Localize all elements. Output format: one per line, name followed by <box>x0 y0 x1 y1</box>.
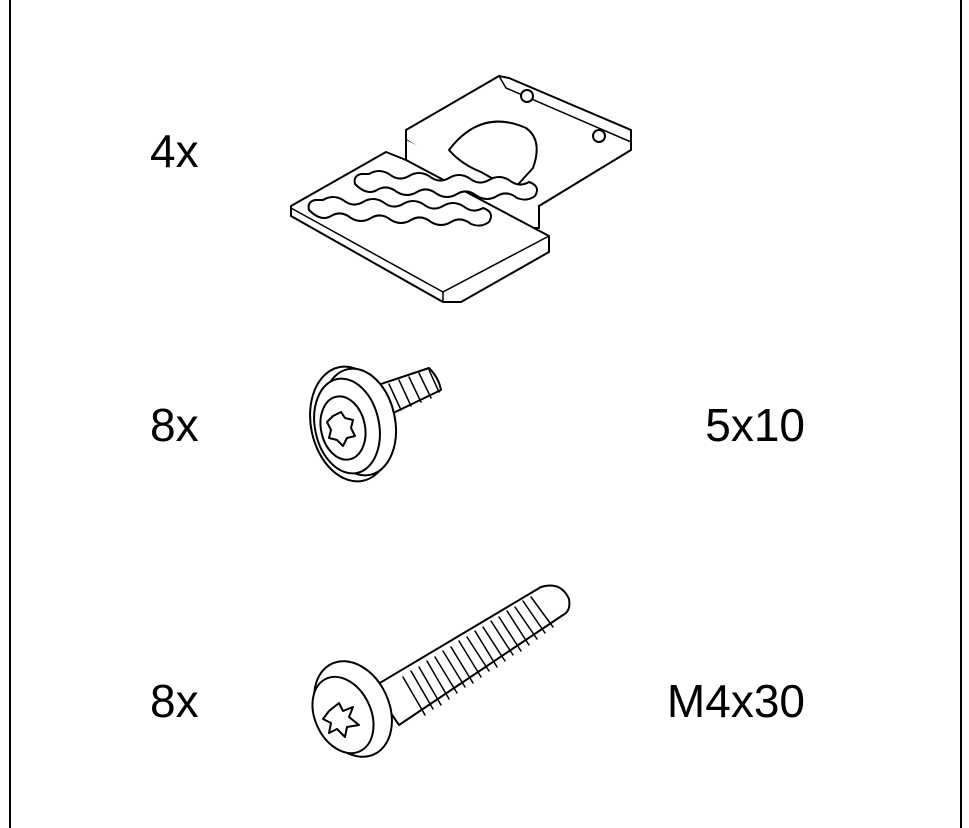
pan-screw-quantity: 8x <box>150 675 199 727</box>
flange-screw-quantity: 8x <box>150 399 199 451</box>
flange-screw-icon <box>299 358 459 493</box>
bracket-icon <box>281 68 641 318</box>
parts-list-frame: 4x 8x <box>9 0 962 828</box>
bracket-quantity: 4x <box>150 125 199 177</box>
flange-screw-size: 5x10 <box>705 399 805 451</box>
pan-head-screw-icon <box>303 575 583 770</box>
pan-screw-size: M4x30 <box>666 675 805 727</box>
